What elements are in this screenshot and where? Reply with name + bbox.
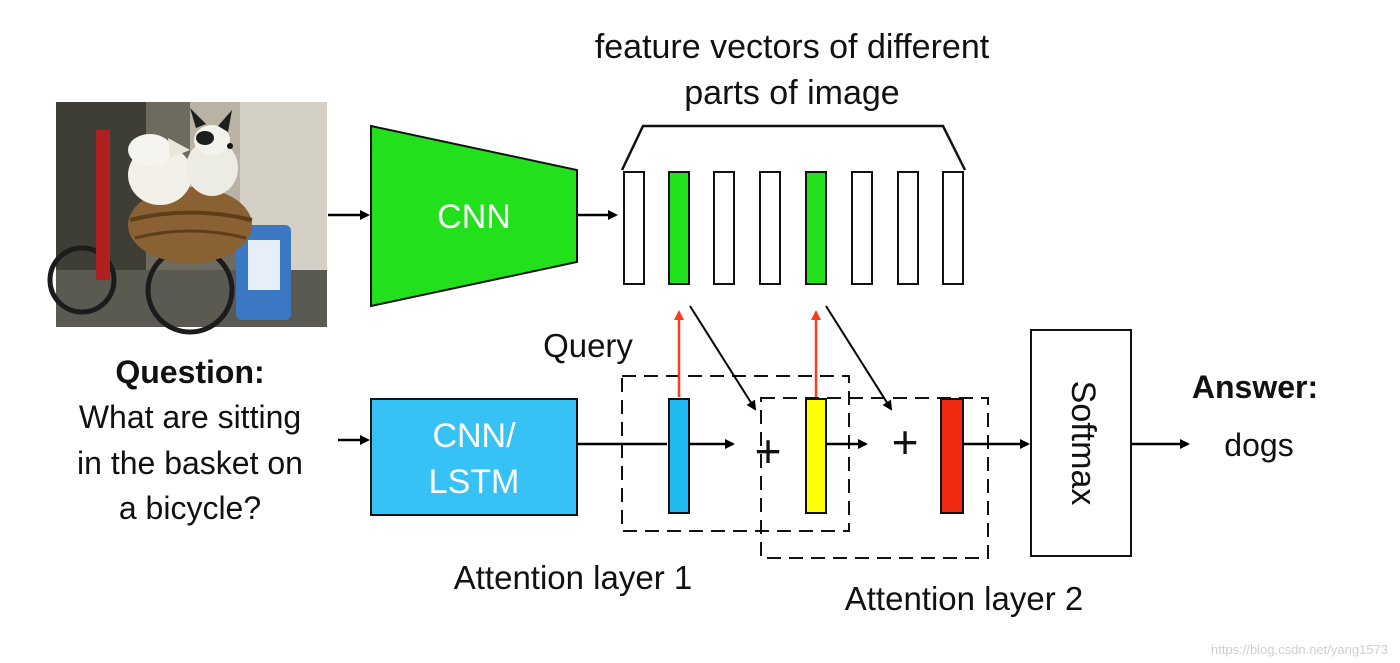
feature-vectors: [623, 171, 964, 285]
feature-vector-1: [623, 171, 645, 285]
softmax-label: Softmax: [1064, 381, 1102, 506]
softmax-block: [1030, 329, 1132, 557]
question-title: Question:: [115, 354, 264, 390]
feature-vector-5-highlighted: [805, 171, 827, 285]
input-photo: [47, 102, 327, 335]
attention-layer-1-box: [621, 375, 850, 532]
plus-sign-2: +: [892, 416, 919, 468]
feature-vector-2-highlighted: [668, 171, 690, 285]
cnn-lstm-label-line2: LSTM: [429, 463, 520, 501]
cnn-label: CNN: [437, 198, 511, 236]
watermark: https://blog.csdn.net/yang1573: [1210, 642, 1388, 657]
feature-vector-4: [759, 171, 781, 285]
feature-vector-6: [851, 171, 873, 285]
feature-vector-7: [897, 171, 919, 285]
answer-value: dogs: [1224, 427, 1293, 463]
answer-title: Answer:: [1192, 369, 1318, 405]
attention-layer-1-label: Attention layer 1: [454, 559, 692, 596]
attention-layer-2-label: Attention layer 2: [845, 580, 1083, 617]
feature-vectors-title-line1: feature vectors of different: [595, 28, 990, 66]
query-label: Query: [543, 327, 633, 364]
arrow-attended-features-2: [825, 305, 893, 411]
cnn-lstm-label-line1: CNN/: [432, 417, 516, 455]
feature-vector-3: [713, 171, 735, 285]
feature-vector-8: [942, 171, 964, 285]
cnn-lstm-block: [370, 398, 578, 516]
plus-sign-1: +: [755, 425, 782, 477]
attended-vector-u2: [940, 398, 964, 514]
question-line-1: What are sitting: [79, 399, 301, 435]
attention-layer-2-box: [760, 397, 989, 559]
question-line-2: in the basket on: [77, 445, 303, 481]
feature-bracket: [620, 124, 967, 171]
cnn-block: [370, 124, 578, 308]
arrow-attended-features-1: [689, 305, 757, 411]
question-line-3: a bicycle?: [119, 490, 261, 526]
feature-vectors-title-line2: parts of image: [684, 74, 899, 112]
query-vector-u0: [668, 398, 690, 514]
attended-vector-u1: [805, 398, 827, 514]
